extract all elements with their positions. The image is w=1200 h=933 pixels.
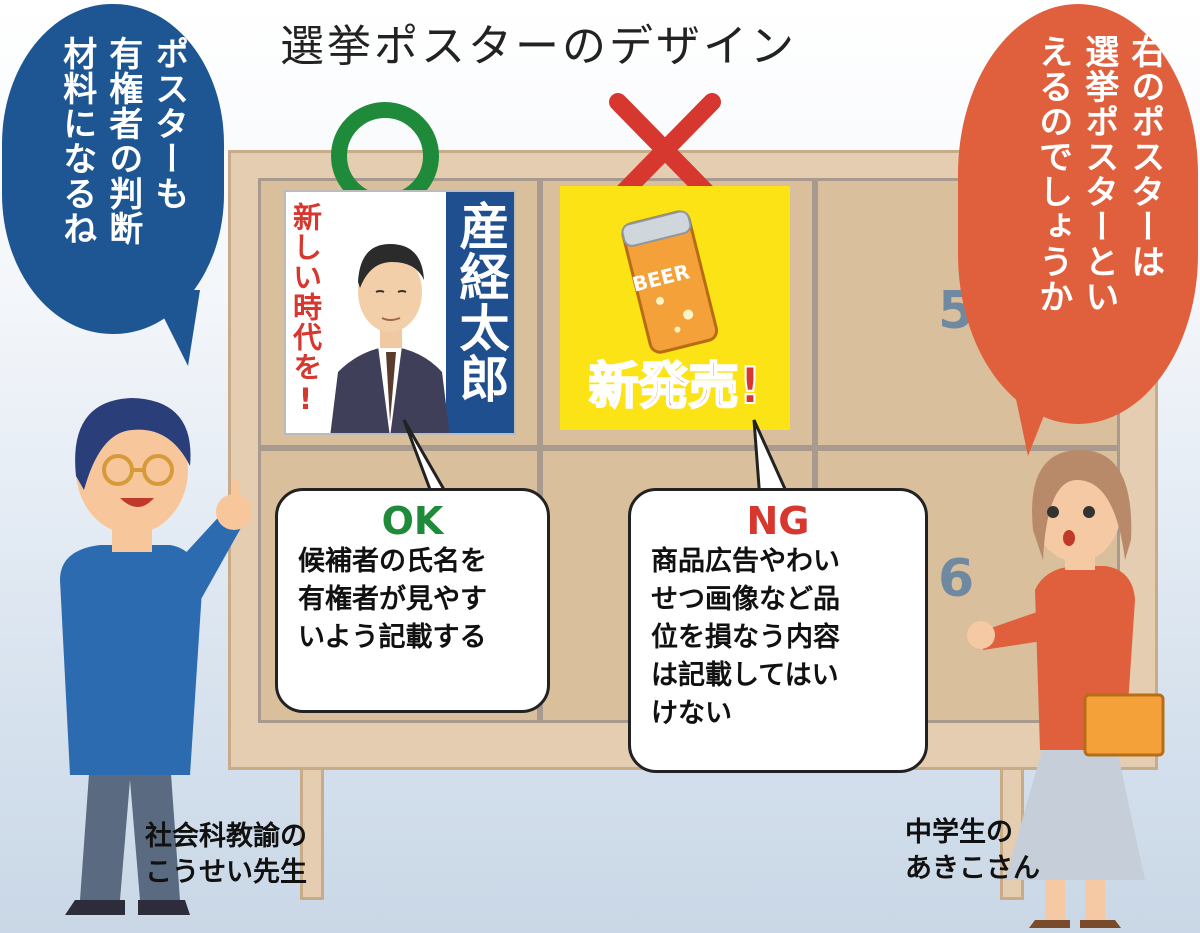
ok-text-line-2: 有権者が見やす (298, 584, 487, 615)
teacher-caption-line-1: 社会科教諭の (145, 821, 307, 852)
ad-headline: 新発売! (588, 356, 763, 416)
ng-text-line-3: 位を損なう内容 (651, 622, 840, 653)
ng-text-line-2: せつ画像など品 (651, 584, 840, 615)
teacher-speech-line-2: 有権者の判断 (102, 36, 143, 246)
campaign-slogan: 新しい時代を! (288, 202, 323, 417)
ok-heading: OK (381, 499, 444, 543)
teacher-figure-icon (20, 380, 260, 920)
ng-text-line-1: 商品広告やわい (651, 546, 840, 577)
teacher-caption-line-2: こうせい先生 (145, 857, 307, 888)
ng-text-line-5: けない (651, 698, 732, 729)
student-caption-line-2: あきこさん (905, 853, 1040, 884)
beer-can-icon: BEER (610, 208, 730, 358)
ng-text-line-4: は記載してはい (651, 660, 839, 691)
ng-explanation-bubble: NG 商品広告やわい せつ画像など品 位を損なう内容 は記載してはい けない (628, 488, 928, 773)
student-speech-line-3: えるのでしょうか (1032, 34, 1073, 314)
candidate-portrait-icon (330, 222, 450, 433)
page-title: 選挙ポスターのデザイン (280, 21, 797, 72)
board-post-left (300, 760, 324, 900)
student-bubble-tail (1002, 380, 1062, 460)
ok-text-line-3: いよう記載する (298, 622, 487, 653)
teacher-speech-bubble (2, 4, 224, 334)
ng-cross-icon (600, 90, 730, 210)
ng-heading: NG (746, 499, 810, 543)
name-band (446, 192, 514, 433)
teacher-speech-line-3: 材料になるね (56, 36, 97, 246)
good-election-poster: 産経太郎 新しい時代を! (284, 190, 516, 435)
student-figure-icon (965, 440, 1185, 930)
ok-explanation-bubble: OK 候補者の氏名を 有権者が見やす いよう記載する (275, 488, 550, 713)
student-speech-line-2: 選挙ポスターとい (1078, 34, 1119, 314)
student-speech-line-1: 右のポスターは (1124, 34, 1165, 279)
student-caption-line-1: 中学生の (905, 817, 1013, 848)
teacher-bubble-tail (150, 290, 210, 370)
bad-advertisement-poster: BEER 新発売! (560, 186, 790, 430)
ok-text-line-1: 候補者の氏名を (298, 546, 487, 577)
student-speech-bubble (958, 4, 1198, 424)
candidate-name: 産経太郎 (451, 200, 510, 404)
slot-number-6: 6 (938, 549, 975, 609)
teacher-speech-line-1: ポスターも (148, 36, 189, 211)
